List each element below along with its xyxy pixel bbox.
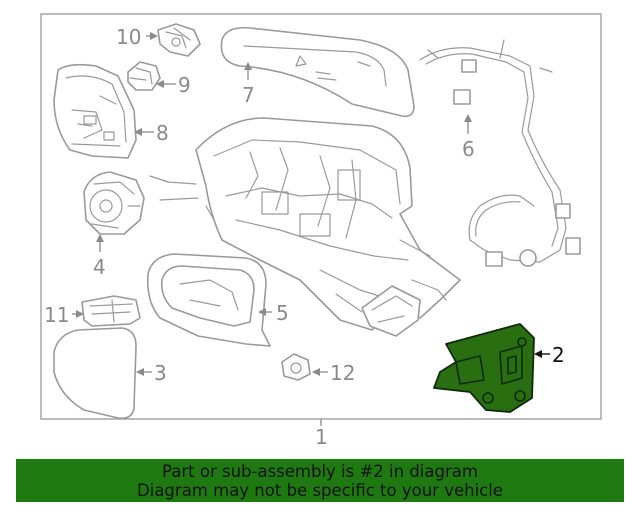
callout-1: 1 [315,425,328,449]
callout-9: 9 [178,73,191,97]
callout-2: 2 [552,343,565,367]
part-10-bracket [157,23,201,57]
callout-8: 8 [156,121,169,145]
callout-3: 3 [154,361,167,385]
part-7-mirror-cover [220,26,415,118]
info-banner: Part or sub-assembly is #2 in diagram Di… [16,459,624,502]
part-4-mirror-actuator [83,171,145,235]
part-2-highlighted [433,323,535,413]
callout-10: 10 [116,25,141,49]
callout-11: 11 [44,303,69,327]
callout-leaders [72,32,550,376]
parts-diagram: 10 9 7 8 6 4 5 11 3 12 2 1 [40,13,602,449]
banner-line-1: Part or sub-assembly is #2 in diagram [162,461,478,481]
callout-7: 7 [242,83,255,107]
part-11-cover-trim [81,295,141,327]
callout-4: 4 [93,255,106,279]
part-3-mirror-glass [53,327,137,420]
callout-5: 5 [276,301,289,325]
part-5-mirror-bezel [146,253,271,347]
part-1-mirror-assembly [149,117,461,337]
banner-line-2: Diagram may not be specific to your vehi… [137,480,503,500]
callout-6: 6 [462,137,475,161]
part-8-mirror-housing [53,63,137,159]
part-9-clip [127,61,161,91]
part-12-clip [281,353,311,381]
part-6-wiring-harness [419,39,581,267]
callout-12: 12 [330,361,355,385]
